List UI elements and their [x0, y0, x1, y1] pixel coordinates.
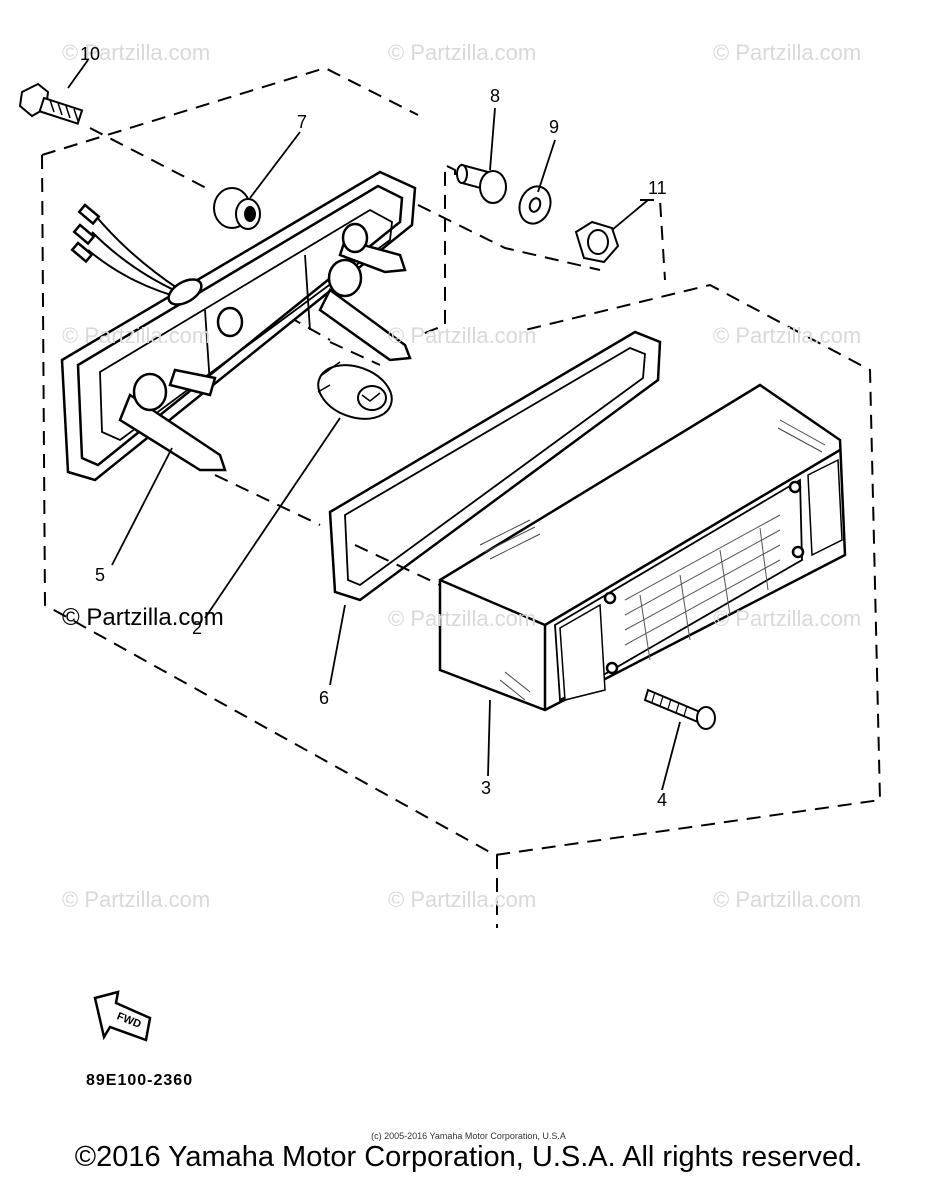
- watermark: © Partzilla.com: [713, 40, 862, 65]
- leader-lines: [67, 59, 681, 791]
- callout-6: 6: [319, 688, 330, 708]
- watermark-prominent: © Partzilla.com: [62, 604, 224, 631]
- gasket-part-6: [328, 330, 662, 602]
- watermark: © Partzilla.com: [388, 606, 537, 631]
- callout-8: 8: [490, 86, 501, 106]
- washer-part-9: [518, 185, 552, 225]
- watermark: © Partzilla.com: [713, 323, 862, 348]
- watermark: © Partzilla.com: [62, 887, 211, 912]
- watermark: © Partzilla.com: [388, 40, 537, 65]
- callout-5: 5: [95, 565, 106, 585]
- grommet-part-7: [213, 187, 261, 230]
- callout-3: 3: [481, 778, 492, 798]
- watermark: © Partzilla.com: [62, 323, 211, 348]
- small-copyright: (c) 2005-2016 Yamaha Motor Corporation, …: [371, 1131, 566, 1141]
- callout-11: 11: [648, 178, 667, 198]
- nut-part-11: [574, 220, 620, 264]
- watermark: © Partzilla.com: [388, 323, 537, 348]
- screw-part-4: [643, 688, 716, 730]
- part-code: 89E100-2360: [86, 1072, 194, 1089]
- lens-part-3: [438, 383, 847, 712]
- callout-9: 9: [549, 117, 560, 137]
- collar-part-8: [456, 163, 507, 204]
- callout-7: 7: [297, 112, 308, 132]
- forward-arrow-icon: FWD: [93, 990, 152, 1042]
- assembly-dashed-boundary: [41, 66, 882, 928]
- callout-10: 10: [80, 44, 101, 64]
- callout-2: 2: [192, 618, 203, 638]
- bolt-part-10: [18, 82, 84, 125]
- callout-4: 4: [657, 790, 668, 810]
- watermark: © Partzilla.com: [388, 887, 537, 912]
- watermark: © Partzilla.com: [62, 40, 211, 65]
- watermark: © Partzilla.com: [713, 887, 862, 912]
- lamp-housing-part-5: [60, 170, 417, 482]
- bulb-part-2: [317, 361, 393, 420]
- watermark: © Partzilla.com: [713, 606, 862, 631]
- copyright-footer: ©2016 Yamaha Motor Corporation, U.S.A. A…: [74, 1141, 863, 1173]
